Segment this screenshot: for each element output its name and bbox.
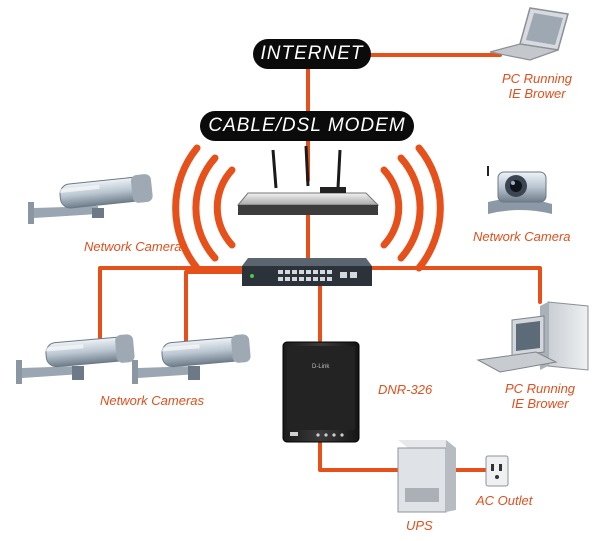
ups-label: UPS [406,518,433,533]
pc-top-label-line2: IE Brower [508,86,566,101]
internet-label: INTERNET [253,39,371,69]
ac-outlet-label: AC Outlet [476,493,533,508]
wifi-waves-icon [172,144,444,272]
pc-right-label-line1: PC Running [504,381,576,396]
pc-top-label-line1: PC Running [501,71,573,86]
cube-camera-icon [487,166,552,214]
cable-switch-camera-2 [184,270,252,347]
nas-brand-text: D-Link [312,364,330,370]
laptop-icon [489,7,569,61]
bullet-camera-icon [132,334,251,384]
pc-right-label-line2: IE Brower [511,396,569,411]
dnr-label: DNR-326 [378,382,433,397]
network-camera-left-label: Network Camera [84,239,182,254]
ups-icon [397,440,456,513]
desktop-pc-icon [476,301,589,373]
bullet-camera-icon [16,334,135,384]
network-camera-right-label: Network Camera [473,229,571,244]
router-icon [236,145,380,215]
switch-icon [242,258,372,286]
pc-right-label: PC Running IE Brower [494,381,586,411]
modem-label: CABLE/DSL MODEM [200,111,414,141]
cable-switch-cameras [98,266,252,347]
pc-top-label: PC Running IE Brower [492,71,582,101]
nvr-icon: D-Link [282,341,360,443]
ac-outlet-icon [485,455,509,487]
cable-switch-pc [363,266,542,304]
network-cameras-label: Network Cameras [100,393,205,408]
cable-nvr-ups [318,438,400,472]
bullet-camera-icon [28,174,153,224]
